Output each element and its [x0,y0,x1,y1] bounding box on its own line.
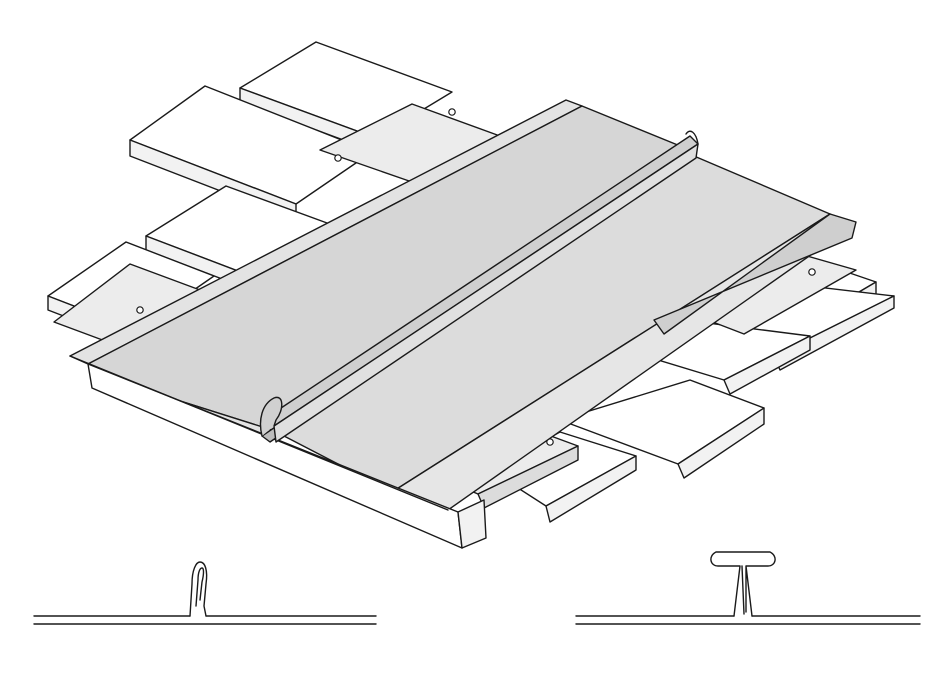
double-lock-seam-profile [189,561,208,617]
t-seam-profile [710,551,776,617]
clip-screw-hole [136,306,144,314]
clip-screw-hole [448,108,456,116]
clip-screw-hole [808,268,816,276]
seam-side-right [273,143,699,443]
panel-front-drip [457,499,487,549]
batten-front-right [559,379,765,479]
panel-front-line [69,355,449,511]
batten-side [677,407,765,479]
profile-double-lock-seam [33,561,377,625]
panel-right-edge-fold [653,213,857,335]
standing-seam-rib [259,130,699,443]
batten-side [545,455,637,523]
clip-screw-hole [334,154,342,162]
batten-side [723,335,811,395]
fixing-clips [53,103,857,509]
seam-end-roll [259,396,283,437]
profile-t-seam [575,551,921,625]
standing-seam-panels [69,99,857,549]
seam-top-end [685,130,699,145]
